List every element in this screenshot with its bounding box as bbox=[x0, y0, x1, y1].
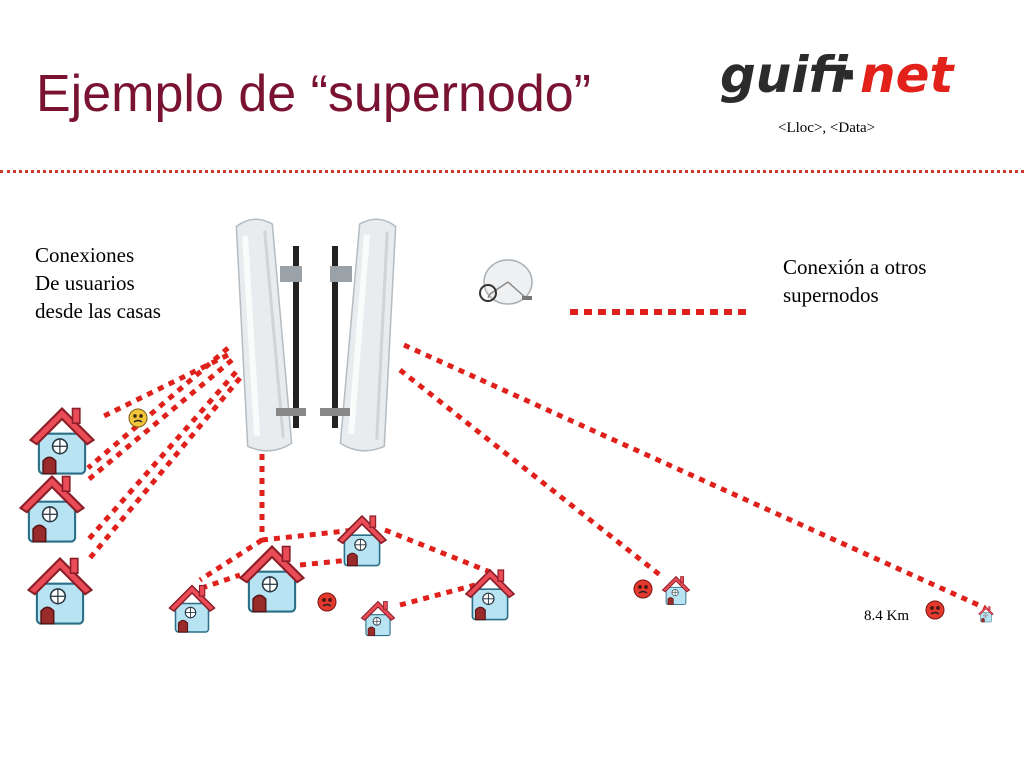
smiley-icon bbox=[925, 600, 945, 620]
logo-text-right: net bbox=[860, 46, 956, 104]
supernode-label-line-2: supernodos bbox=[783, 283, 879, 307]
house-icon bbox=[662, 576, 690, 605]
logo-text-left: guifi bbox=[720, 46, 849, 104]
house-icon bbox=[465, 569, 515, 621]
smiley-icon bbox=[317, 592, 337, 612]
link-house-2-a bbox=[86, 358, 234, 482]
smiley-icon bbox=[128, 408, 148, 428]
house-icon bbox=[19, 475, 85, 543]
users-label-line-2: De usuarios bbox=[35, 271, 135, 295]
page-title: Ejemplo de “supernodo” bbox=[36, 65, 591, 123]
user-links bbox=[86, 346, 491, 608]
house-icon bbox=[360, 600, 396, 637]
link-center-house-b bbox=[198, 537, 264, 583]
house-icon bbox=[27, 557, 93, 625]
house-icon bbox=[168, 584, 216, 633]
link-house-3 bbox=[88, 376, 242, 560]
link-mid-house-d bbox=[299, 557, 351, 568]
link-mid-house-c bbox=[384, 527, 491, 575]
subtitle: <Lloc>, <Data> bbox=[778, 120, 876, 136]
house-icon bbox=[239, 545, 305, 613]
link-house-1 bbox=[86, 346, 230, 470]
house-icon bbox=[337, 515, 387, 567]
users-label-line-1: Conexiones bbox=[35, 243, 135, 267]
link-left-small bbox=[189, 572, 241, 595]
guifi-net-logo: guifi · net bbox=[720, 46, 956, 104]
divider bbox=[0, 170, 1024, 173]
supernode-label-line-1: Conexión a otros bbox=[783, 255, 927, 279]
link-mid-house-e bbox=[399, 582, 476, 608]
logo-dot: · bbox=[839, 46, 858, 104]
satellite-dish-icon bbox=[479, 259, 533, 305]
sector-antenna-icon bbox=[232, 218, 400, 453]
long-links bbox=[398, 342, 987, 611]
users-connections-label: Conexiones De usuarios desde las casas bbox=[35, 241, 161, 325]
link-far-house-2 bbox=[402, 342, 987, 611]
link-center-house-a bbox=[261, 527, 356, 543]
smiley-icon bbox=[633, 579, 653, 599]
house-icon bbox=[978, 606, 994, 623]
users-label-line-3: desde las casas bbox=[35, 299, 161, 323]
house-icon bbox=[29, 407, 95, 475]
link-house-2-b bbox=[86, 370, 238, 542]
distance-label: 8.4 Km bbox=[864, 608, 909, 624]
supernode-connection-label: Conexión a otros supernodos bbox=[783, 253, 926, 309]
